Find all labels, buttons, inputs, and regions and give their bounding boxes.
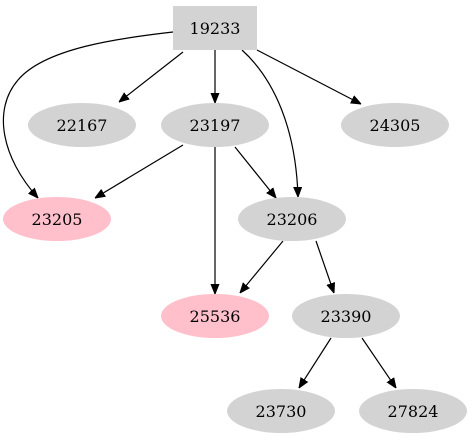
node-shape-23197 <box>161 103 269 147</box>
node-label-23730: 23730 <box>256 402 307 421</box>
edge-23197-to-23205 <box>95 144 184 198</box>
node-shape-25536 <box>161 294 269 338</box>
node-19233[interactable]: 19233 <box>173 6 257 50</box>
node-label-25536: 25536 <box>190 307 241 326</box>
edge-19233-to-22167 <box>119 51 184 102</box>
edge-19233-to-23206 <box>241 49 298 197</box>
node-23205[interactable]: 23205 <box>3 197 111 241</box>
edges-layer <box>2 31 396 388</box>
node-label-23197: 23197 <box>190 116 241 135</box>
edge-23197-to-23206 <box>234 146 276 198</box>
node-shape-23390 <box>292 294 400 338</box>
node-shape-23730 <box>227 389 335 433</box>
edge-23390-to-27824 <box>361 337 396 388</box>
edge-23206-to-25536 <box>240 240 284 293</box>
node-23206[interactable]: 23206 <box>238 197 346 241</box>
node-23730[interactable]: 23730 <box>227 389 335 433</box>
edge-19233-to-24305 <box>256 49 361 104</box>
edge-19233-to-23205 <box>2 31 174 198</box>
node-label-19233: 19233 <box>190 19 241 38</box>
node-label-27824: 27824 <box>388 402 439 421</box>
node-22167[interactable]: 22167 <box>28 103 136 147</box>
edge-23206-to-23390 <box>315 240 334 293</box>
node-shape-27824 <box>359 389 467 433</box>
edge-23390-to-23730 <box>299 337 332 388</box>
nodes-layer: 19233 22167 23197 24305 23205 23206 25536 23390… <box>3 6 467 433</box>
node-label-22167: 22167 <box>57 116 108 135</box>
node-25536[interactable]: 25536 <box>161 294 269 338</box>
node-23197[interactable]: 23197 <box>161 103 269 147</box>
node-shape-19233 <box>173 6 257 50</box>
node-label-23390: 23390 <box>321 307 372 326</box>
node-24305[interactable]: 24305 <box>341 103 449 147</box>
node-shape-23206 <box>238 197 346 241</box>
node-shape-22167 <box>28 103 136 147</box>
node-label-24305: 24305 <box>370 116 421 135</box>
node-label-23206: 23206 <box>267 210 318 229</box>
node-shape-24305 <box>341 103 449 147</box>
node-23390[interactable]: 23390 <box>292 294 400 338</box>
node-27824[interactable]: 27824 <box>359 389 467 433</box>
node-shape-23205 <box>3 197 111 241</box>
node-label-23205: 23205 <box>32 210 83 229</box>
